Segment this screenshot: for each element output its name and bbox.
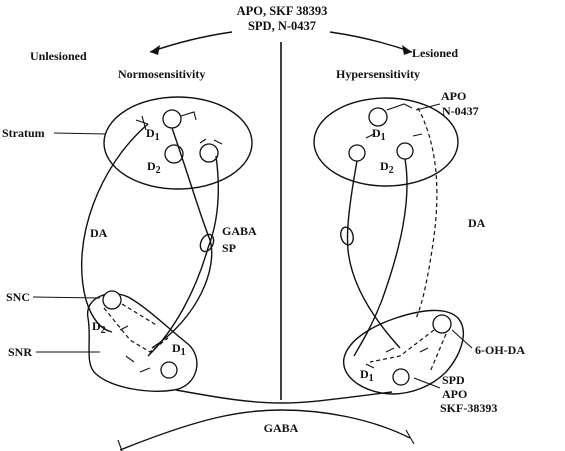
- right-skf-label: SKF-38393: [440, 401, 497, 415]
- left-snr-neuron: [161, 362, 177, 378]
- right-sn-synapses: [366, 348, 428, 368]
- left-striatum-label: Stratum: [2, 126, 45, 140]
- left-da-label: DA: [90, 226, 108, 240]
- left-state-title: Normosensitivity: [118, 67, 205, 81]
- right-ohda-label: 6-OH-DA: [475, 343, 525, 357]
- arrow-right-curve: [330, 32, 412, 52]
- right-state-title: Hypersensitivity: [336, 67, 420, 81]
- arrow-left-head: [150, 45, 160, 55]
- left-snc-label: SNC: [6, 290, 30, 304]
- left-sn-d2-label: D2: [92, 319, 106, 336]
- left-striatum-region: [104, 97, 252, 189]
- right-spd-label: SPD: [442, 373, 465, 387]
- right-striatonigral-path-2: [354, 159, 407, 356]
- right-apo2-label: APO: [442, 387, 467, 401]
- left-striatal-neuron-3: [200, 144, 218, 162]
- nigral-output-arc: [176, 390, 392, 403]
- left-sn-d1-label: D1: [172, 341, 186, 358]
- right-synapse-1: [387, 104, 412, 110]
- left-side-title: Unlesioned: [30, 49, 87, 63]
- left-snc-pointer: [33, 297, 100, 298]
- left-snc-neuron: [103, 291, 121, 309]
- left-gaba-sp-node: [198, 232, 216, 253]
- bottom-gaba-label: GABA: [264, 421, 299, 435]
- left-sp-label: SP: [222, 241, 236, 255]
- right-d1-label: D1: [372, 126, 386, 143]
- left-striatum-pointer: [54, 133, 106, 134]
- right-sn-d1-label: D1: [360, 367, 374, 384]
- drugs-line-1: APO, SKF 38393: [237, 4, 328, 18]
- right-apo-pointer: [416, 104, 440, 110]
- right-striatal-neuron-2: [349, 145, 365, 161]
- right-striatal-neuron-1: [369, 108, 387, 126]
- left-striatal-neuron-1: [163, 110, 181, 128]
- left-snr-label: SNR: [8, 345, 32, 359]
- right-sn-dashed-2: [430, 334, 446, 372]
- left-d1-label: D1: [146, 126, 160, 143]
- right-n0437-label: N-0437: [442, 104, 479, 118]
- drugs-line-2: SPD, N-0437: [248, 19, 316, 33]
- left-synapse-2: [200, 139, 222, 144]
- right-apo-label: APO: [441, 89, 466, 103]
- right-da-label: DA: [468, 216, 486, 230]
- left-synapse-1: [181, 112, 196, 120]
- right-snr-neuron: [393, 369, 409, 385]
- right-da-dashed-pathway: [416, 108, 437, 318]
- right-sn-dashed-1: [370, 330, 434, 362]
- arrow-right-head: [402, 45, 412, 55]
- right-side-title: Lesioned: [412, 46, 458, 60]
- arrow-left-curve: [150, 32, 232, 52]
- left-gaba-label: GABA: [222, 224, 257, 238]
- right-snc-neuron: [433, 315, 451, 333]
- right-d2-label: D2: [380, 159, 394, 176]
- left-d2-label: D2: [147, 159, 161, 176]
- right-striatal-neuron-3: [397, 143, 413, 159]
